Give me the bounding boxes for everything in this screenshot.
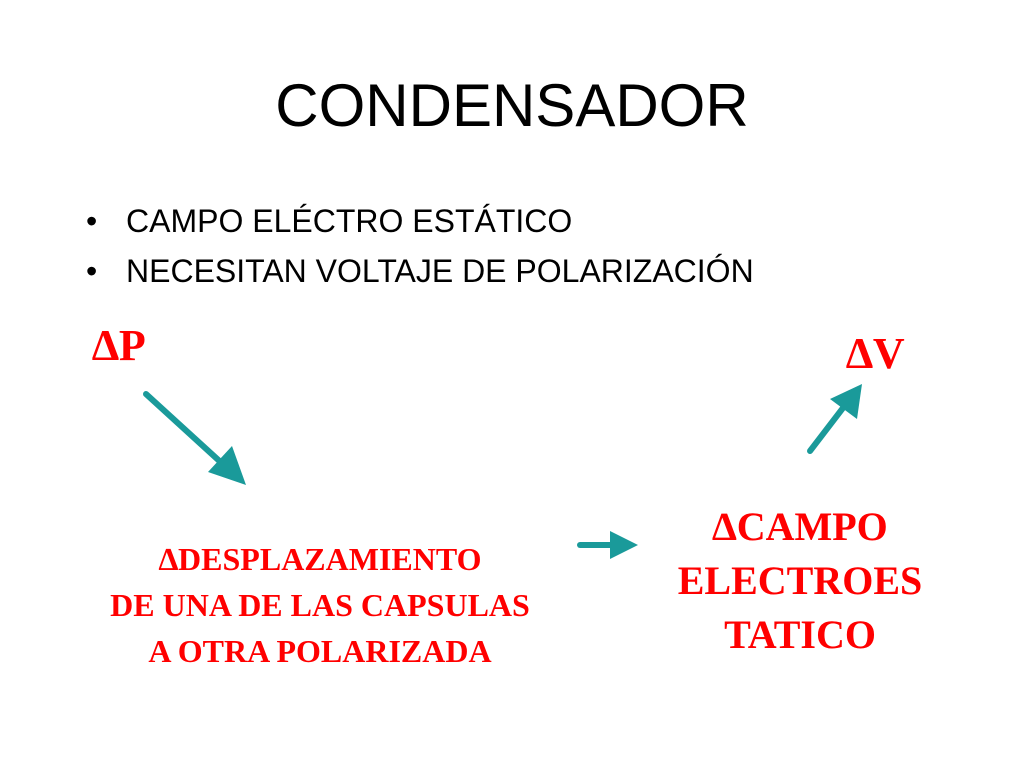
bullet-list: • CAMPO ELÉCTRO ESTÁTICO • NECESITAN VOL…: [86, 196, 754, 296]
arrow-up-right-icon: [807, 384, 862, 454]
arrow-right-icon: [577, 531, 638, 559]
campo-block: ∆CAMPO ELECTROES TATICO: [640, 500, 960, 662]
arrow-down-right-icon: [143, 391, 246, 485]
desplazamiento-line-3: A OTRA POLARIZADA: [148, 633, 492, 669]
campo-line-1: ∆CAMPO: [712, 504, 888, 549]
bullet-dot-icon: •: [86, 203, 98, 239]
bullet-dot-icon: •: [86, 253, 98, 289]
delta-v-label: ∆V: [846, 329, 905, 378]
bullet-text: NECESITAN VOLTAJE DE POLARIZACIÓN: [126, 253, 754, 289]
bullet-item: • CAMPO ELÉCTRO ESTÁTICO: [86, 196, 754, 246]
campo-line-3: TATICO: [724, 612, 876, 657]
slide-title: CONDENSADOR: [275, 72, 749, 139]
desplazamiento-block: ∆DESPLAZAMIENTO DE UNA DE LAS CAPSULAS A…: [40, 536, 600, 674]
delta-p-label: ∆P: [92, 321, 146, 370]
desplazamiento-line-2: DE UNA DE LAS CAPSULAS: [110, 587, 530, 623]
campo-line-2: ELECTROES: [677, 558, 923, 603]
bullet-text: CAMPO ELÉCTRO ESTÁTICO: [126, 203, 573, 239]
desplazamiento-line-1: ∆DESPLAZAMIENTO: [158, 541, 482, 577]
bullet-item: • NECESITAN VOLTAJE DE POLARIZACIÓN: [86, 246, 754, 296]
